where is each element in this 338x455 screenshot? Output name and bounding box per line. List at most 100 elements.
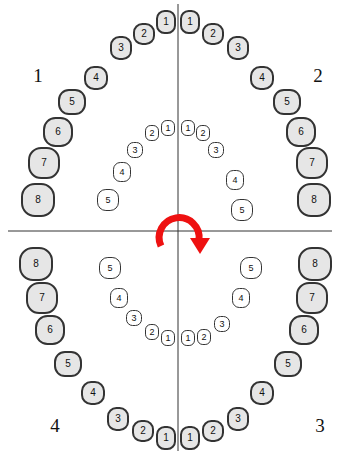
tooth: 3 xyxy=(126,310,142,326)
tooth-number: 5 xyxy=(107,264,112,273)
tooth-number: 5 xyxy=(239,206,244,215)
tooth: 3 xyxy=(227,407,249,431)
tooth-shape xyxy=(197,126,210,141)
tooth-shape xyxy=(228,37,248,59)
tooth-number: 2 xyxy=(141,29,147,39)
tooth-number: 4 xyxy=(116,294,121,303)
tooth-shape xyxy=(251,382,273,404)
tooth-shape xyxy=(162,121,175,136)
tooth: 1 xyxy=(181,120,195,136)
tooth-shape xyxy=(227,171,244,190)
tooth-number: 3 xyxy=(235,414,241,424)
tooth-shape xyxy=(274,90,300,114)
tooth-shape xyxy=(251,67,273,89)
tooth-number: 7 xyxy=(309,293,315,303)
tooth-number: 1 xyxy=(163,17,169,27)
tooth-shape xyxy=(146,126,159,141)
tooth-shape xyxy=(209,143,224,158)
tooth: 6 xyxy=(289,315,319,345)
tooth-shape xyxy=(297,148,327,178)
tooth-shape xyxy=(232,200,253,221)
tooth-shape xyxy=(287,118,315,146)
tooth-number: 7 xyxy=(309,158,315,168)
tooth: 3 xyxy=(214,316,230,332)
tooth-number: 8 xyxy=(33,259,39,269)
quadrant-number: 3 xyxy=(315,416,325,435)
tooth-shape xyxy=(127,311,142,326)
tooth-number: 3 xyxy=(118,43,124,53)
tooth: 4 xyxy=(110,288,128,308)
tooth-number: 8 xyxy=(35,195,41,205)
tooth: 2 xyxy=(145,125,159,141)
tooth-number: 7 xyxy=(39,293,45,303)
tooth: 1 xyxy=(180,426,200,450)
tooth-number: 5 xyxy=(248,264,253,273)
tooth-shape xyxy=(203,421,223,441)
tooth: 8 xyxy=(298,247,332,281)
tooth-shape xyxy=(181,427,199,449)
tooth: 5 xyxy=(274,351,302,377)
tooth-number: 5 xyxy=(105,196,110,205)
tooth: 5 xyxy=(58,89,86,115)
tooth: 5 xyxy=(231,199,253,221)
tooth: 2 xyxy=(145,324,159,340)
tooth: 4 xyxy=(250,381,274,405)
tooth: 4 xyxy=(232,288,250,308)
tooth-shape xyxy=(20,248,52,280)
tooth: 5 xyxy=(240,257,262,279)
tooth-shape xyxy=(203,24,223,44)
tooth: 7 xyxy=(26,282,58,314)
tooth-number: 6 xyxy=(47,325,53,335)
tooth-shape xyxy=(157,11,175,33)
tooth: 6 xyxy=(35,315,65,345)
tooth-number: 3 xyxy=(219,320,224,329)
tooth-shape xyxy=(290,316,318,344)
tooth-shape xyxy=(233,289,250,308)
tooth-shape xyxy=(133,421,153,441)
tooth-shape xyxy=(98,190,119,211)
tooth: 5 xyxy=(273,89,301,115)
tooth: 8 xyxy=(19,247,53,281)
vertical-midline xyxy=(178,4,179,451)
tooth: 3 xyxy=(227,36,249,60)
tooth-shape xyxy=(111,37,131,59)
tooth: 5 xyxy=(54,351,82,377)
tooth: 2 xyxy=(132,420,154,442)
tooth: 1 xyxy=(156,10,176,34)
tooth-shape xyxy=(146,325,159,340)
tooth-number: 1 xyxy=(185,124,190,133)
tooth-shape xyxy=(298,184,330,216)
tooth: 4 xyxy=(113,162,131,182)
tooth-number: 4 xyxy=(93,73,99,83)
tooth-number: 5 xyxy=(285,359,291,369)
tooth: 5 xyxy=(97,189,119,211)
tooth-number: 3 xyxy=(213,146,218,155)
tooth: 2 xyxy=(133,23,155,45)
tooth-number: 1 xyxy=(187,433,193,443)
tooth: 4 xyxy=(81,381,105,405)
tooth-shape xyxy=(198,330,211,345)
tooth-number: 5 xyxy=(69,97,75,107)
tooth-number: 6 xyxy=(298,127,304,137)
tooth: 1 xyxy=(181,330,195,346)
tooth: 8 xyxy=(21,183,55,217)
tooth-number: 3 xyxy=(115,414,121,424)
tooth-shape xyxy=(114,163,131,182)
tooth-shape xyxy=(111,289,128,308)
tooth-shape xyxy=(44,118,72,146)
tooth-number: 1 xyxy=(163,433,169,443)
tooth: 3 xyxy=(107,407,129,431)
tooth: 3 xyxy=(208,142,224,158)
tooth-number: 3 xyxy=(132,146,137,155)
tooth-number: 2 xyxy=(200,129,205,138)
tooth: 1 xyxy=(161,120,175,136)
tooth: 4 xyxy=(226,170,244,190)
tooth-number: 2 xyxy=(140,426,146,436)
horizontal-midline xyxy=(8,231,332,232)
tooth-shape xyxy=(157,427,175,449)
tooth-shape xyxy=(215,317,230,332)
tooth-shape xyxy=(59,90,85,114)
tooth-number: 5 xyxy=(65,359,71,369)
tooth-number: 4 xyxy=(90,388,96,398)
